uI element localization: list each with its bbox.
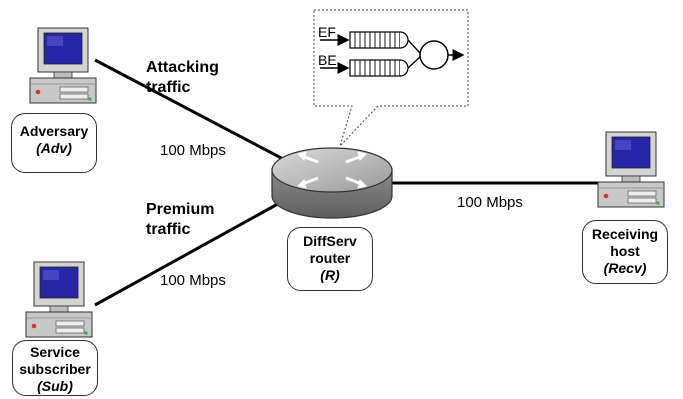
receiver-node: Receiving host (Recv) [582,220,668,284]
subscriber-computer-icon [25,261,93,338]
adversary-abbrev: (Adv) [36,140,72,156]
outbound-rate-label: 100 Mbps [457,194,523,211]
adversary-computer-icon [29,27,97,104]
ef-queue-label: EF [318,24,336,40]
receiver-name-line2: host [610,243,640,259]
scheduler-circle [419,40,449,70]
subscriber-node: Service subscriber (Sub) [12,340,98,396]
attacking-traffic-line1: Attacking [146,59,219,76]
attacking-traffic-line2: traffic [146,79,191,96]
queue-diagram [320,31,465,77]
router-abbrev: (R) [320,267,340,283]
receiver-name-line1: Receiving [591,226,659,242]
subscriber-name-line2: subscriber [19,361,91,377]
attacking-link [94,58,286,162]
router-name-line2: router [309,250,351,266]
receiver-abbrev: (Recv) [603,260,647,276]
router-icon [271,147,393,219]
premium-rate-label: 100 Mbps [160,272,226,289]
subscriber-name-line1: Service [30,344,80,360]
queue-callout [313,9,469,147]
attacking-rate-label: 100 Mbps [160,142,226,159]
premium-traffic-line1: Premium [146,201,215,218]
subscriber-abbrev: (Sub) [37,378,73,394]
router-node: DiffServ router (R) [287,227,373,291]
premium-traffic-label: Premium traffic [146,200,214,240]
receiver-computer-icon [597,131,665,208]
router-name-line1: DiffServ [303,233,357,249]
adversary-name: Adversary [19,123,89,139]
premium-traffic-line2: traffic [146,221,191,238]
premium-link [94,198,286,307]
adversary-node: Adversary (Adv) [11,113,97,173]
attacking-traffic-label: Attacking traffic [146,58,219,98]
be-queue-label: BE [318,52,337,68]
